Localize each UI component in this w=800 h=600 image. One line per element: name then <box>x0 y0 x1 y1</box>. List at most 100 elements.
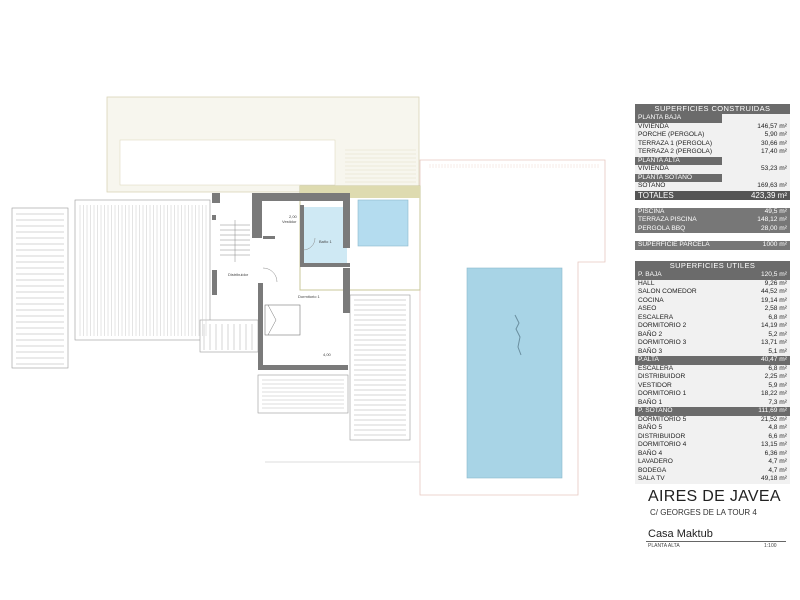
table-row-label: VESTIDOR <box>638 381 672 389</box>
group-header-label: P. SOTANO <box>638 407 673 414</box>
group-header-label: P.ALTA <box>638 356 659 363</box>
table-row-value: 49,18 m² <box>760 475 787 482</box>
parcela-row-label: SUPERFICIE PARCELA <box>638 241 710 248</box>
pergola-center <box>74 199 211 341</box>
group-header: PLANTA BAJA <box>635 114 790 123</box>
table-row-label: SOTANO <box>638 182 666 189</box>
spacer <box>635 199 790 208</box>
swimming-pool <box>466 267 563 479</box>
extra-row-label: TERRAZA PISCINA <box>638 216 697 223</box>
lower-terrace <box>257 374 349 414</box>
extra-row-value: 49,5 m² <box>764 207 787 215</box>
table-row-label: LAVADERO <box>638 458 673 465</box>
extra-row: PISCINA 49,5 m² <box>635 207 790 216</box>
table-row-label: DISTRIBUIDOR <box>638 432 686 440</box>
table-row-label: ASEO <box>638 305 657 312</box>
table-row: DORMITORIO 2 14,19 m² <box>635 322 790 331</box>
table-row-label: BAÑO 3 <box>638 347 663 355</box>
group-header-value: 111,69 m² <box>758 407 787 414</box>
extra-row-value: 28,00 m² <box>760 224 787 232</box>
table-row-value: 13,15 m² <box>760 441 787 448</box>
table-row-value: 6,8 m² <box>768 364 787 372</box>
dimension-label: 2,00 <box>289 214 298 219</box>
table-row-value: 14,19 m² <box>760 322 787 329</box>
table-row-label: DORMITORIO 4 <box>638 441 687 448</box>
table-row-label: ESCALERA <box>638 364 674 372</box>
table-row-value: 30,66 m² <box>760 139 787 147</box>
table-row-label: HALL <box>638 279 655 287</box>
group-header: PLANTA ALTA <box>635 156 790 165</box>
table-row-value: 5,90 m² <box>764 131 787 138</box>
group-header-label: PLANTA SOTANO <box>635 173 722 182</box>
table-row-value: 13,71 m² <box>760 339 787 346</box>
table-row: TERRAZA 2 (PERGOLA)17,40 m² <box>635 148 790 157</box>
table-title: SUPERFICIES CONSTRUIDAS <box>635 104 790 114</box>
label-dormitorio-1: Dormitorio 1 <box>298 294 321 299</box>
table-row-value: 18,22 m² <box>760 390 787 397</box>
table-row-label: DORMITORIO 2 <box>638 322 687 329</box>
pergola-slats <box>16 149 599 436</box>
table-title: SUPERFICIES UTILES <box>635 261 790 271</box>
table-row-label: VIVIENDA <box>638 122 669 130</box>
table-row-label: DISTRIBUIDOR <box>638 373 686 380</box>
table-row: TERRAZA 1 (PERGOLA)30,66 m² <box>635 140 790 149</box>
table-row-value: 5,1 m² <box>768 347 787 355</box>
table-row: DISTRIBUIDOR 6,6 m² <box>635 433 790 442</box>
group-header-label: PLANTA BAJA <box>635 114 722 123</box>
table-row-value: 169,63 m² <box>757 182 787 189</box>
label-distribuidor: Distribuidor <box>228 272 249 277</box>
table-row: SALON COMEDOR 44,52 m² <box>635 288 790 297</box>
table-row-value: 17,40 m² <box>760 148 787 155</box>
table-row-value: 5,9 m² <box>768 381 787 389</box>
walls <box>212 193 350 370</box>
group-header-value: 40,47 m² <box>760 356 787 363</box>
table-row: LAVADERO 4,7 m² <box>635 458 790 467</box>
table-row-label: SALON COMEDOR <box>638 288 697 295</box>
group-header-label: P. BAJA <box>638 271 662 278</box>
table-row-label: DORMITORIO 1 <box>638 390 687 397</box>
extra-row-label: PISCINA <box>638 207 665 215</box>
door-swing-bath <box>302 237 316 251</box>
group-header-label: PLANTA ALTA <box>635 156 722 165</box>
table-row: BODEGA 4,7 m² <box>635 467 790 476</box>
table-row-label: SALA TV <box>638 475 665 482</box>
door-swing <box>262 267 278 283</box>
table-row-value: 6,6 m² <box>768 432 787 440</box>
table-row: ASEO 2,58 m² <box>635 305 790 314</box>
floor-plan: Vestidor Baño 1 Distribuidor Dormitorio … <box>11 96 606 496</box>
table-row-value: 21,52 m² <box>760 415 787 423</box>
extra-row-label: PERGOLA BBQ <box>638 224 686 232</box>
table-row-value: 4,7 m² <box>768 466 787 474</box>
porch-bottom-left <box>199 319 259 353</box>
table-row-label: BAÑO 1 <box>638 398 663 406</box>
table-row-value: 2,58 m² <box>764 305 787 312</box>
table-row-value: 53,23 m² <box>760 165 787 172</box>
extra-row: PERGOLA BBQ 28,00 m² <box>635 224 790 233</box>
table-row: VIVIENDA 146,57 m² <box>635 123 790 132</box>
stairs <box>220 220 250 262</box>
table-row-label: COCINA <box>638 296 664 304</box>
table-row-value: 4,7 m² <box>768 458 787 465</box>
table-row-label: BAÑO 2 <box>638 330 663 338</box>
totals-label: TOTALES <box>638 190 674 200</box>
group-header: P. SOTANO 111,69 m² <box>635 407 790 416</box>
table-row-label: BAÑO 5 <box>638 424 663 431</box>
dimension-label: 4,00 <box>323 352 332 357</box>
table-row: DORMITORIO 4 13,15 m² <box>635 441 790 450</box>
table-row-label: PORCHE (PERGOLA) <box>638 131 705 138</box>
table-row-label: BODEGA <box>638 466 667 474</box>
drawing-scale: 1:100 <box>764 543 777 549</box>
table-row-value: 44,52 m² <box>760 288 787 295</box>
label-vestidor: Vestidor <box>282 219 297 224</box>
table-row-value: 146,57 m² <box>757 122 787 130</box>
upper-terrace-inner <box>119 139 336 186</box>
